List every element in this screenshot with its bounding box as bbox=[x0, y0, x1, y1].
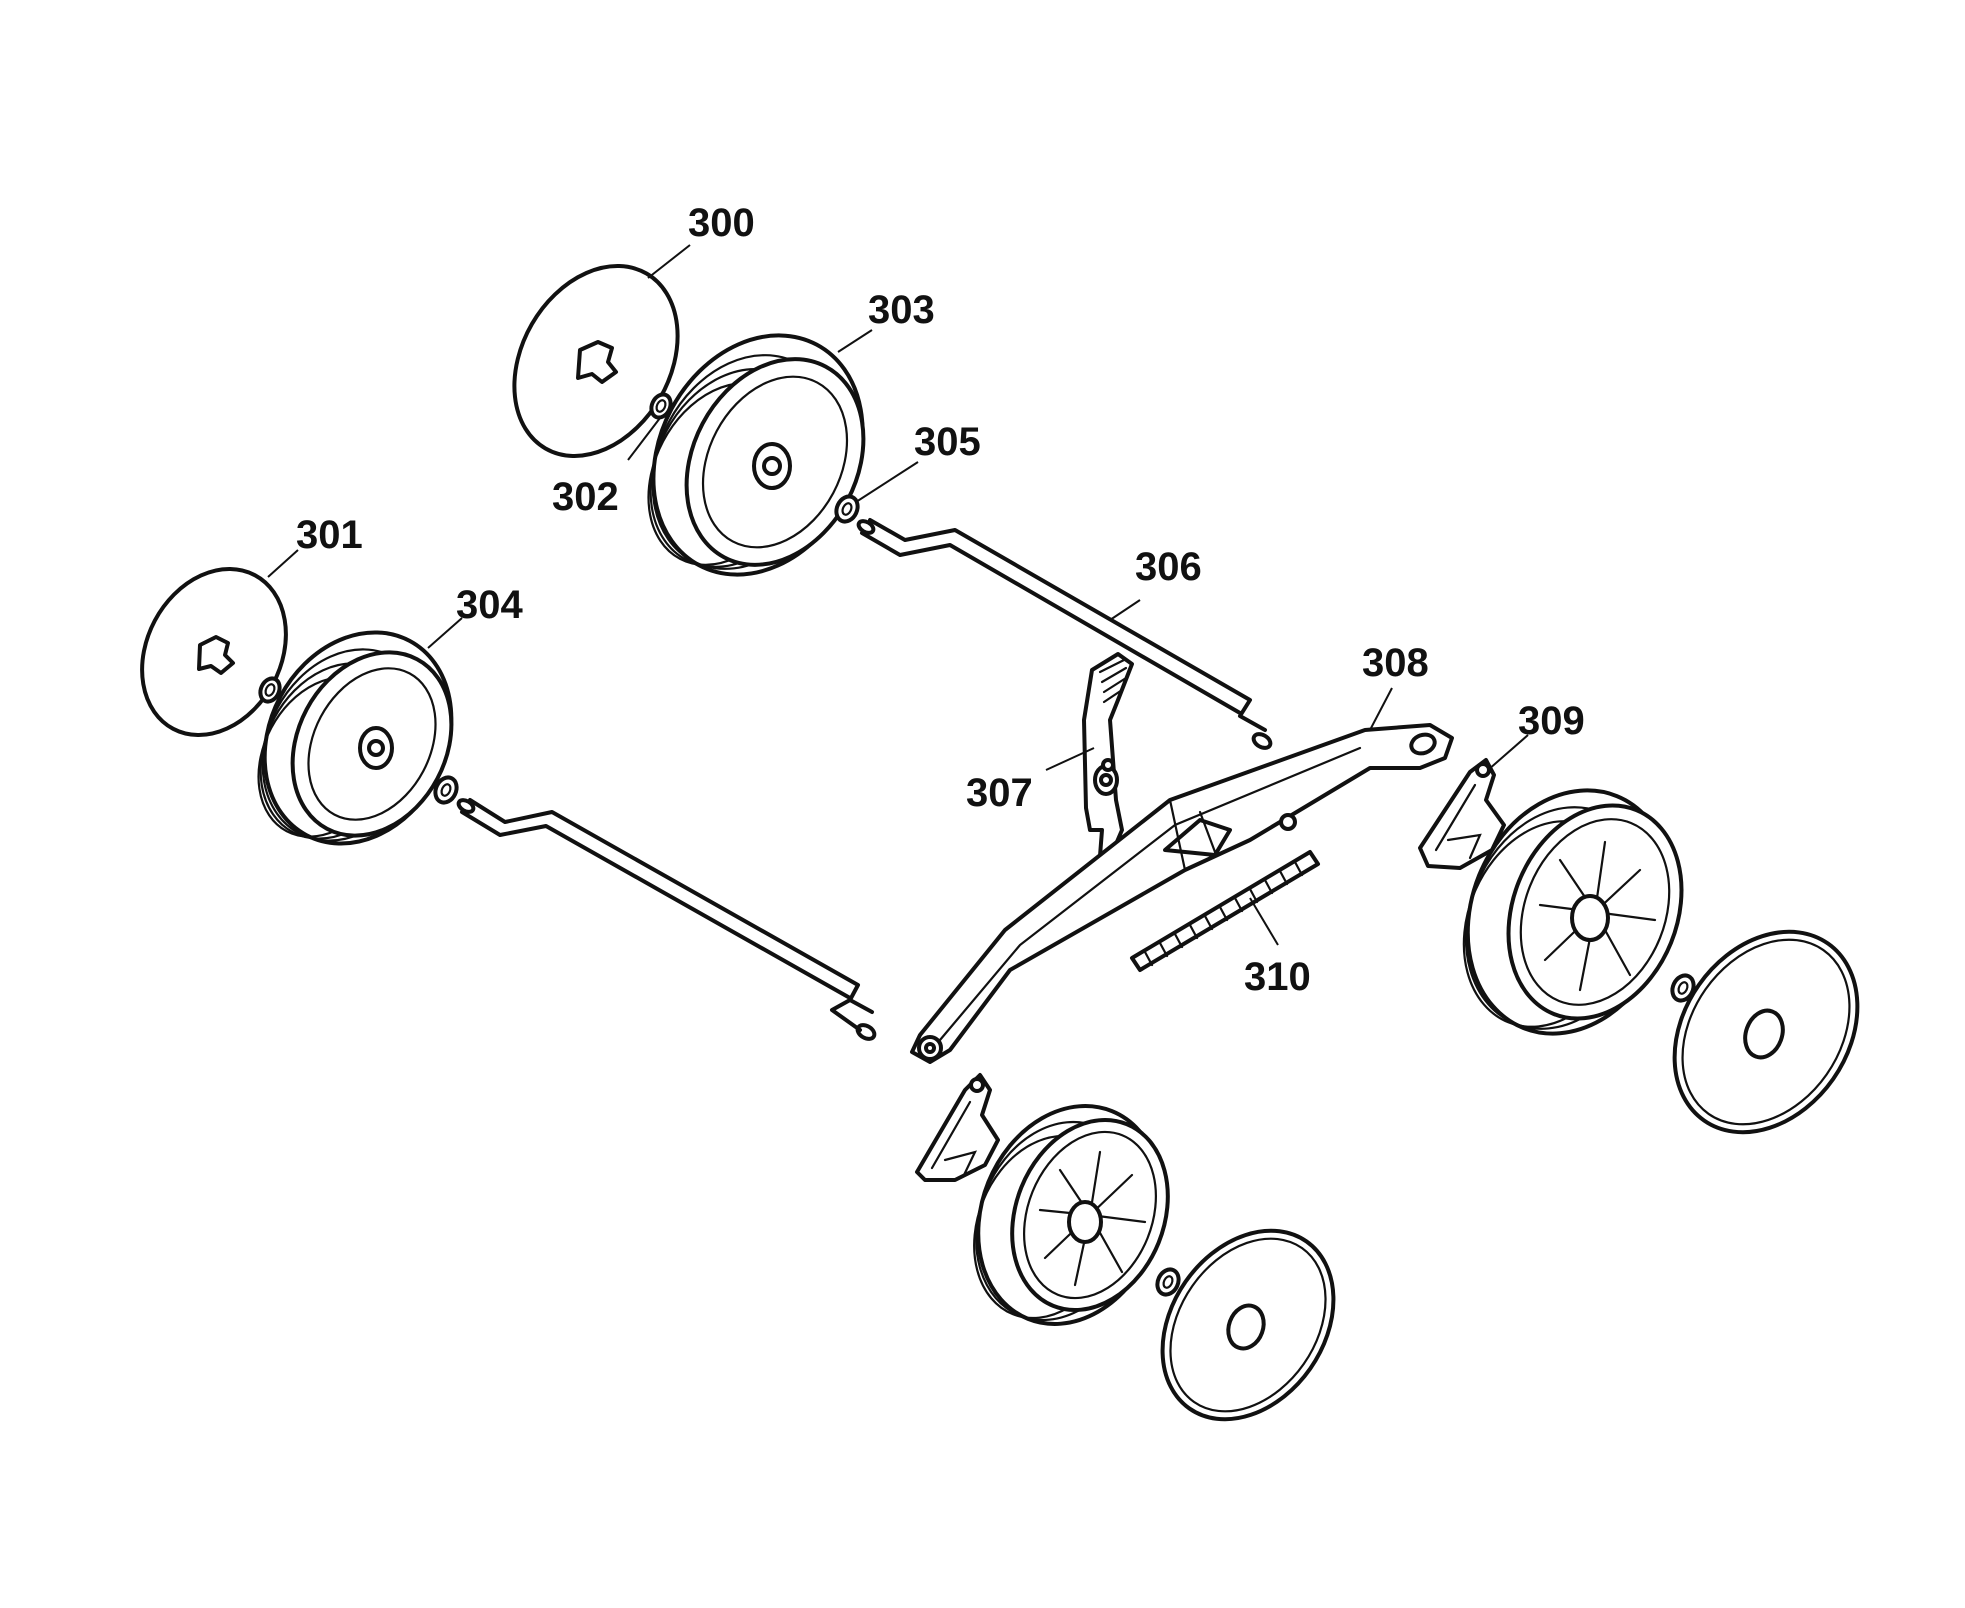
label-309: 309 bbox=[1518, 699, 1585, 743]
label-304: 304 bbox=[456, 583, 523, 627]
part-307-lever bbox=[1082, 652, 1134, 860]
hub-cap-lower bbox=[1160, 1228, 1336, 1422]
leader-307 bbox=[1045, 747, 1095, 771]
leader-306 bbox=[1109, 599, 1141, 621]
pivot-bracket-lower bbox=[915, 1073, 1000, 1182]
wheel-right bbox=[1462, 788, 1684, 1036]
leader-302 bbox=[627, 417, 661, 461]
leader-304 bbox=[427, 617, 463, 649]
label-306: 306 bbox=[1135, 545, 1202, 589]
part-310-spring bbox=[1130, 850, 1320, 972]
front-axle bbox=[456, 798, 877, 1041]
label-305: 305 bbox=[914, 420, 981, 464]
leader-lines bbox=[267, 244, 1529, 946]
leader-310 bbox=[1249, 897, 1279, 946]
part-labels: 300 303 305 302 301 306 304 308 309 307 … bbox=[296, 201, 1585, 999]
hub-cap-right bbox=[1672, 929, 1860, 1135]
part-304-front-wheel bbox=[257, 630, 454, 846]
label-307: 307 bbox=[966, 771, 1033, 815]
label-303: 303 bbox=[868, 288, 935, 332]
label-300: 300 bbox=[688, 201, 755, 245]
washer-lower bbox=[1155, 1267, 1181, 1297]
leader-301 bbox=[267, 549, 299, 578]
leader-303 bbox=[837, 329, 873, 353]
leader-305 bbox=[855, 461, 919, 503]
part-301-hub-cap bbox=[140, 566, 288, 738]
part-306-rear-axle bbox=[856, 518, 1273, 750]
leader-308 bbox=[1369, 687, 1393, 731]
wheel-lower bbox=[973, 1104, 1170, 1326]
washer-front-left bbox=[433, 775, 459, 805]
part-308-bracket bbox=[910, 723, 1454, 1064]
leader-309 bbox=[1487, 734, 1529, 771]
part-305-washer bbox=[834, 494, 860, 524]
leader-300 bbox=[647, 244, 691, 279]
washer-left bbox=[258, 676, 282, 704]
label-302: 302 bbox=[552, 475, 619, 519]
label-301: 301 bbox=[296, 513, 363, 557]
label-310: 310 bbox=[1244, 955, 1311, 999]
label-308: 308 bbox=[1362, 641, 1429, 685]
part-303-rear-wheel bbox=[647, 333, 866, 577]
